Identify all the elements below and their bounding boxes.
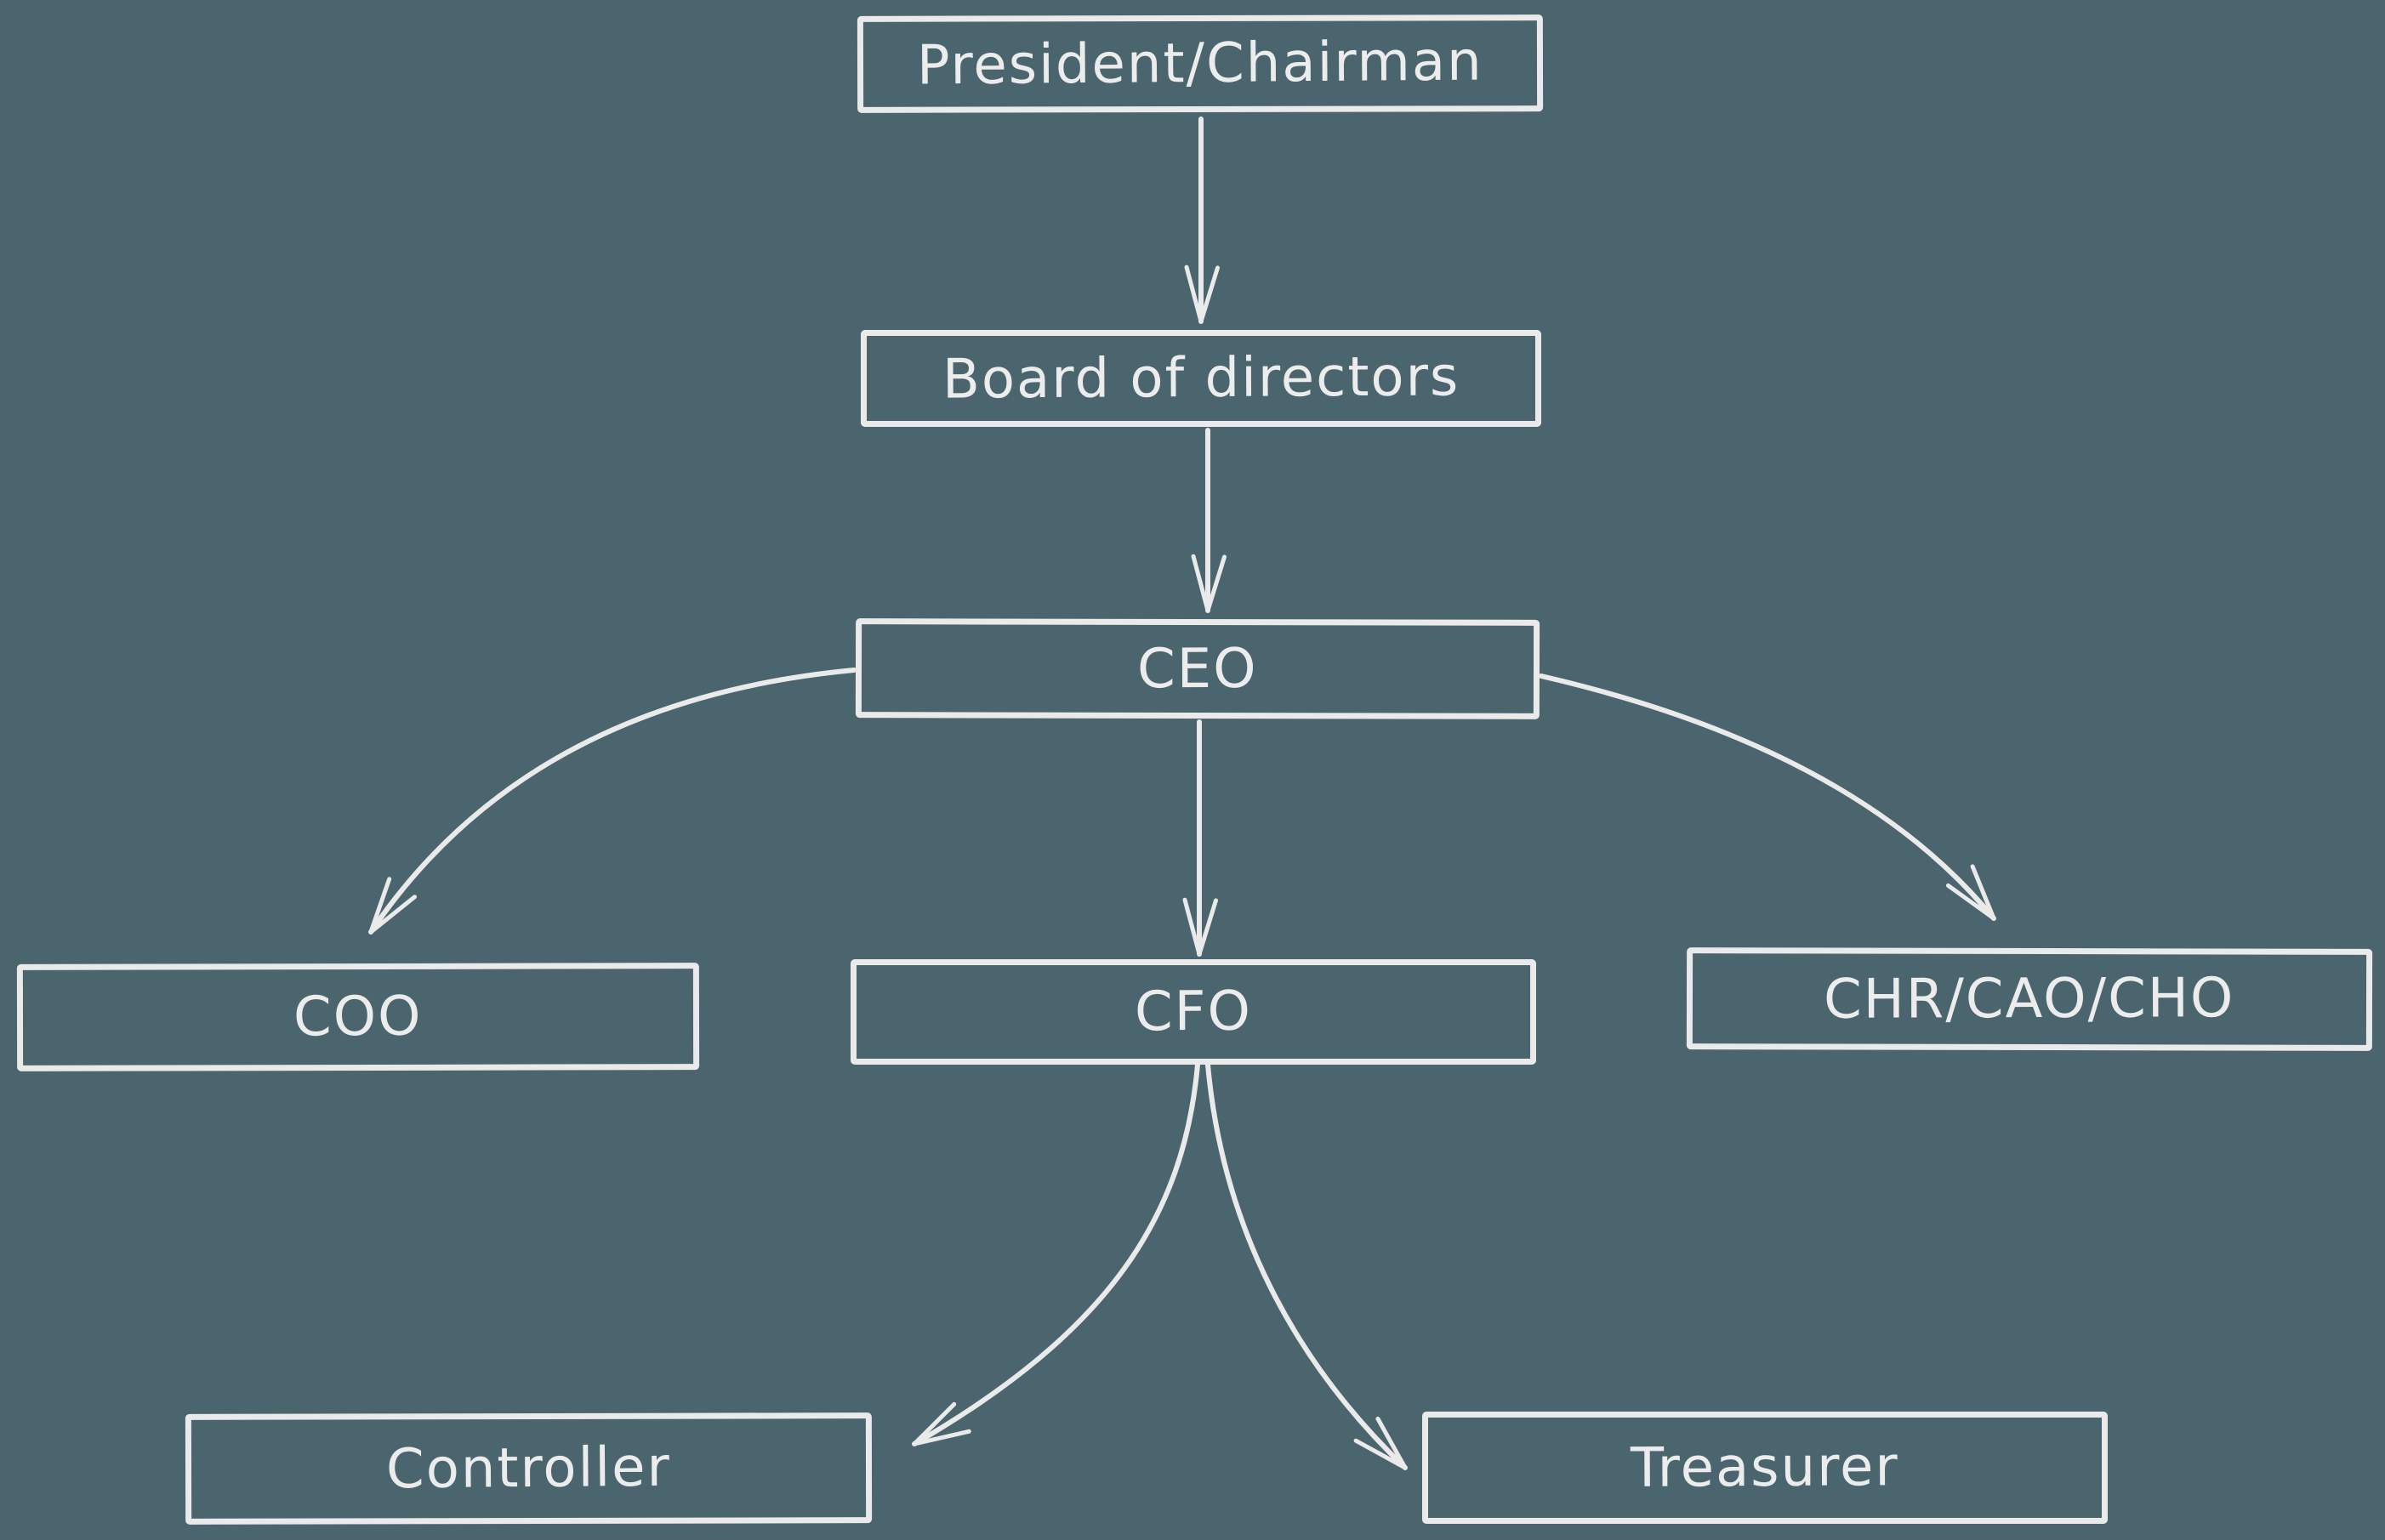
node-coo[interactable]: COO <box>16 963 700 1071</box>
node-controller[interactable]: Controller <box>185 1412 873 1525</box>
arrow-ceo-to-coo-shaft <box>368 668 857 935</box>
arrow-cfo-to-treasurer-shaft <box>1205 1062 1408 1470</box>
arrow-cfo-to-controller-shaft <box>912 1062 1200 1446</box>
arrow-ceo-to-chr-shaft <box>1539 673 1996 921</box>
node-coo-label: COO <box>293 985 423 1049</box>
node-treasurer-label: Treasurer <box>1630 1435 1900 1500</box>
arrow-cfo-to-treasurer[interactable] <box>1205 1062 1408 1470</box>
arrow-ceo-to-coo[interactable] <box>368 668 857 935</box>
node-chr[interactable]: CHR/CAO/CHO <box>1686 947 2373 1051</box>
node-cfo[interactable]: CFO <box>851 959 1536 1065</box>
arrow-ceo-to-cfo[interactable] <box>1182 719 1218 957</box>
node-board-label: Board of directors <box>942 345 1460 412</box>
node-ceo-label: CEO <box>1137 637 1258 701</box>
arrowhead-icon <box>1945 864 1996 921</box>
arrowhead-icon <box>1182 897 1218 957</box>
arrow-board-to-ceo[interactable] <box>1191 428 1227 613</box>
node-ceo[interactable]: CEO <box>855 618 1540 719</box>
arrow-president-to-board[interactable] <box>1184 116 1220 324</box>
arrow-ceo-to-chr[interactable] <box>1539 673 1996 921</box>
arrowhead-icon <box>912 1401 971 1446</box>
arrowhead-icon <box>368 877 417 935</box>
node-cfo-label: CFO <box>1134 980 1253 1044</box>
arrow-cfo-to-controller[interactable] <box>912 1062 1200 1446</box>
node-treasurer[interactable]: Treasurer <box>1422 1412 2108 1524</box>
node-board[interactable]: Board of directors <box>861 330 1541 427</box>
arrowhead-icon <box>1184 264 1220 324</box>
node-president[interactable]: President/Chairman <box>857 14 1544 113</box>
node-president-label: President/Chairman <box>916 30 1484 98</box>
arrowhead-icon <box>1353 1416 1408 1470</box>
node-chr-label: CHR/CAO/CHO <box>1824 967 2235 1031</box>
node-controller-label: Controller <box>385 1435 672 1502</box>
arrowhead-icon <box>1191 554 1227 613</box>
